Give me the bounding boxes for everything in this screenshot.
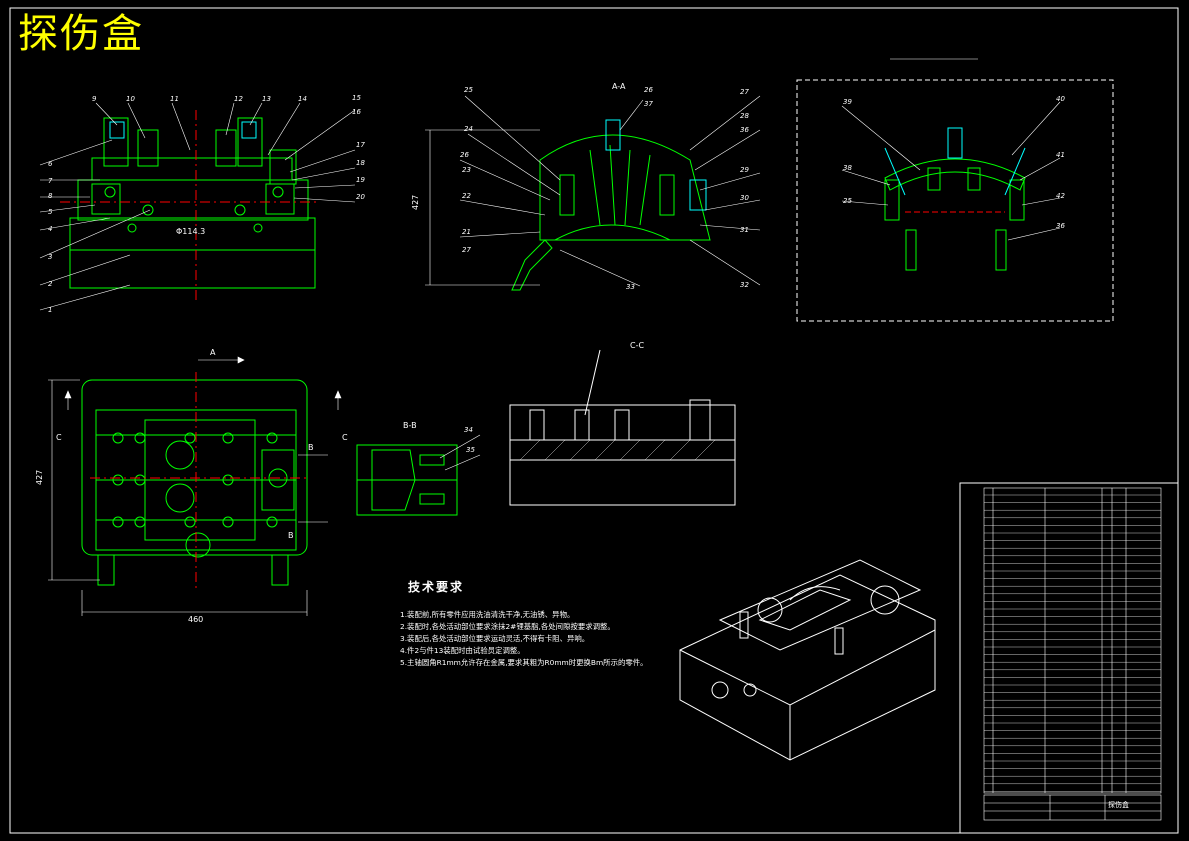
tech-line-3: 3.装配后,各处活动部位要求运动灵活,不得有卡阻、异响。 (400, 634, 590, 643)
svg-text:41: 41 (1056, 151, 1065, 159)
aa-balloons: 25 24 26 23 22 21 27 26 37 27 28 36 29 30 31 32 33 (460, 86, 749, 291)
tech-line-4: 4.件2与件13装配时由试验员定调整。 (400, 646, 525, 655)
detail-view (884, 158, 1026, 271)
svg-text:30: 30 (740, 194, 749, 202)
bore-dimension: Φ114.3 (176, 227, 205, 236)
svg-text:8: 8 (48, 192, 53, 200)
svg-text:14: 14 (298, 95, 307, 103)
svg-text:38: 38 (843, 164, 852, 172)
svg-text:13: 13 (262, 95, 271, 103)
svg-text:25: 25 (843, 197, 852, 205)
bb-label: B-B (403, 421, 417, 430)
svg-text:31: 31 (740, 226, 749, 234)
title-block-frame (959, 482, 1179, 834)
front-view (69, 117, 316, 289)
front-leaders (39, 102, 356, 311)
tech-line-2: 2.装配时,各处活动部位要求涂抹2#锂基脂,各处间隙按要求调整。 (400, 622, 615, 631)
svg-text:12: 12 (234, 95, 243, 103)
view-label-b-bottom: B (288, 531, 294, 540)
sheet-border (9, 7, 1179, 834)
svg-text:33: 33 (626, 283, 635, 291)
aa-label: A-A (612, 82, 626, 91)
detail-balloons: 39 38 25 40 41 42 36 (843, 95, 1065, 230)
view-label-a: A (210, 348, 216, 357)
svg-text:10: 10 (126, 95, 135, 103)
tech-line-1: 1.装配前,所有零件应用洗油清洗干净,无油锈、异物。 (400, 610, 575, 619)
front-base (69, 217, 316, 289)
svg-text:23: 23 (462, 166, 471, 174)
svg-text:17: 17 (356, 141, 365, 149)
svg-text:32: 32 (740, 281, 749, 289)
svg-text:28: 28 (740, 112, 749, 120)
isometric-view (679, 559, 936, 761)
svg-text:40: 40 (1056, 95, 1065, 103)
view-label-c-left: C (56, 433, 62, 442)
svg-text:26: 26 (644, 86, 653, 94)
svg-text:37: 37 (644, 100, 653, 108)
section-cc (509, 349, 736, 506)
svg-text:4: 4 (48, 225, 52, 233)
svg-text:15: 15 (352, 94, 361, 102)
section-aa (511, 134, 711, 291)
svg-text:34: 34 (464, 426, 473, 434)
aa-leaders (459, 95, 761, 287)
svg-text:24: 24 (464, 125, 473, 133)
section-bb (356, 444, 458, 516)
svg-text:18: 18 (356, 159, 365, 167)
aa-height-dimension: 427 (411, 195, 420, 210)
title-block-product: 探伤盒 (1108, 800, 1129, 809)
cc-label: C-C (630, 341, 644, 350)
svg-text:42: 42 (1056, 192, 1065, 200)
svg-text:35: 35 (466, 446, 475, 454)
detail-leaders (841, 101, 1061, 241)
plan-view (81, 379, 308, 586)
svg-text:27: 27 (462, 246, 471, 254)
svg-text:19: 19 (356, 176, 365, 184)
cc-hatching (519, 439, 716, 461)
view-label-c-right: C (342, 433, 348, 442)
plan-height-dimension: 427 (35, 470, 44, 485)
svg-text:36: 36 (1056, 222, 1065, 230)
detail-frame (796, 79, 1114, 322)
drawing-title: 探伤盒 (18, 11, 144, 57)
tech-line-5: 5.主轴圆角R1mm允许存在金属,要求其粗为R0mm时更换Bm所示的零件。 (400, 658, 648, 667)
svg-text:1: 1 (48, 306, 52, 314)
view-label-b-top: B (308, 443, 314, 452)
svg-text:2: 2 (48, 280, 53, 288)
plan-dimensions (48, 356, 342, 616)
svg-text:25: 25 (464, 86, 473, 94)
svg-text:7: 7 (48, 177, 53, 185)
svg-text:11: 11 (170, 95, 179, 103)
bb-leaders (439, 434, 481, 471)
svg-text:26: 26 (460, 151, 469, 159)
svg-text:27: 27 (740, 88, 749, 96)
technical-requirements: 技术要求 1.装配前,所有零件应用洗油清洗干净,无油锈、异物。 2.装配时,各处… (400, 578, 648, 669)
svg-text:6: 6 (48, 160, 53, 168)
front-balloons: 9 10 11 12 13 14 15 16 17 18 19 20 6 7 8 5 4 3 2 1 (48, 94, 365, 314)
svg-text:16: 16 (352, 108, 361, 116)
parts-list (983, 487, 1162, 794)
aa-dimension (425, 129, 540, 286)
title-block (983, 794, 1162, 821)
svg-text:5: 5 (48, 208, 53, 216)
svg-text:9: 9 (92, 95, 97, 103)
svg-text:39: 39 (843, 98, 852, 106)
svg-text:20: 20 (356, 193, 365, 201)
bb-balloons: 34 35 (464, 426, 475, 454)
plan-width-dimension: 460 (188, 615, 203, 624)
svg-text:22: 22 (462, 192, 471, 200)
svg-text:36: 36 (740, 126, 749, 134)
svg-text:29: 29 (740, 166, 749, 174)
svg-text:21: 21 (462, 228, 471, 236)
svg-text:3: 3 (48, 253, 52, 261)
tech-heading: 技术要求 (408, 580, 465, 594)
